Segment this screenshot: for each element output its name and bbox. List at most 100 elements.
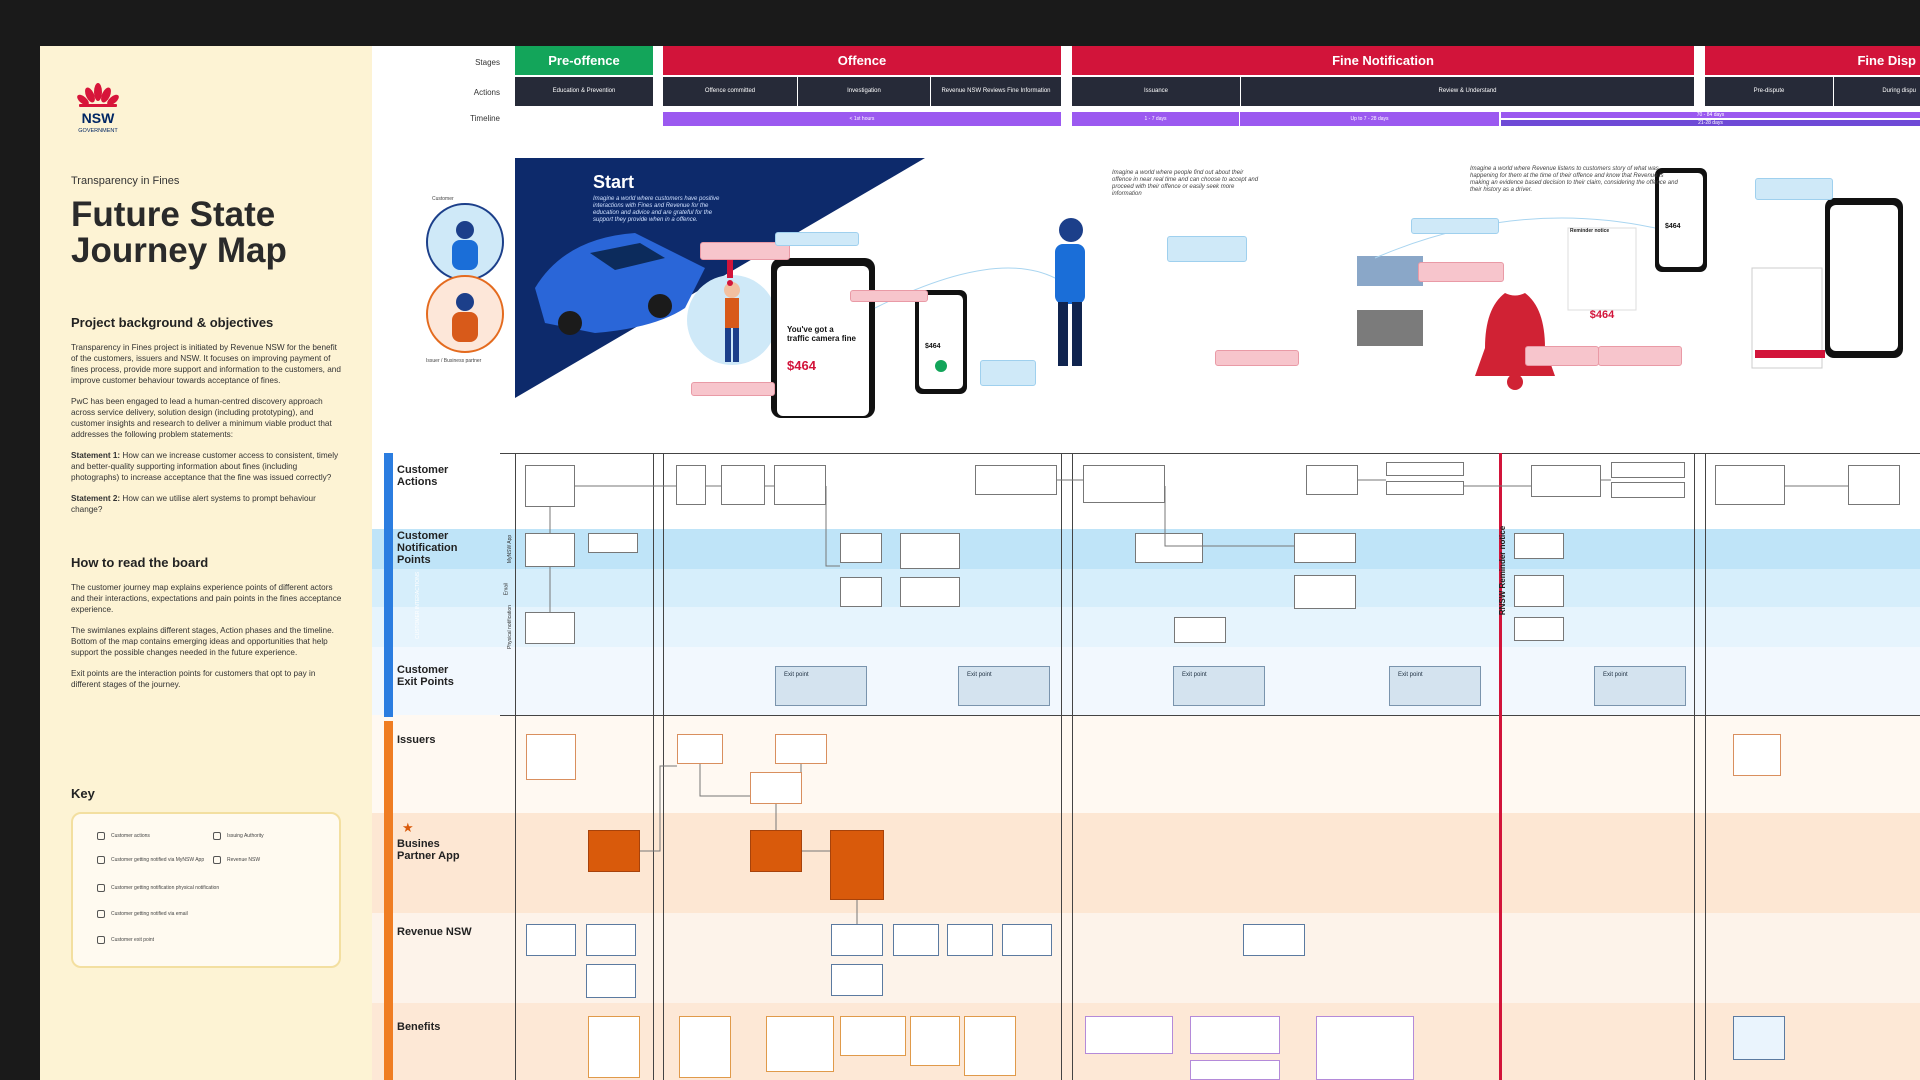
customer-action-card <box>1386 462 1464 476</box>
pain-bubble <box>1215 350 1299 366</box>
revenue-card <box>586 964 636 998</box>
issuer-card <box>677 734 723 764</box>
lane-email <box>372 569 1920 607</box>
business-partner-card <box>830 830 884 900</box>
benefit-card <box>964 1016 1016 1076</box>
exit-point-card: Exit point <box>1389 666 1481 706</box>
phone-fine-heading: You've got a <box>787 325 834 334</box>
notification-card <box>1294 533 1356 563</box>
timeline-21-28-days: 21-28 days <box>1501 120 1920 126</box>
action-issuance: Issuance <box>1072 77 1240 106</box>
key-issuing-authority: Issuing Authority <box>213 832 264 840</box>
notification-card <box>900 533 960 569</box>
separator <box>1061 453 1062 1080</box>
start-text: Imagine a world where customers have pos… <box>593 196 723 224</box>
key-exit: Customer exit point <box>97 936 154 944</box>
stages-label: Stages <box>440 58 500 67</box>
separator <box>663 453 664 1080</box>
revenue-card <box>831 924 883 956</box>
stage-fine-notification: Fine Notification <box>1072 46 1694 75</box>
shield-icon <box>213 832 221 840</box>
action-pre-dispute: Pre-dispute <box>1705 77 1833 106</box>
key-email: Customer getting notified via email <box>97 910 188 918</box>
background-paragraph-2: PwC has been engaged to lead a human-cen… <box>71 396 342 440</box>
stage-pre-offence: Pre-offence <box>515 46 653 75</box>
lane-label-notification: Customer Notification Points <box>397 530 467 566</box>
customer-action-card <box>1611 462 1685 478</box>
timeline-70-84-days: 70 - 84 days <box>1501 112 1920 118</box>
notification-card <box>840 533 882 563</box>
lane-label-customer-actions: Customer Actions <box>397 464 467 488</box>
lane-exit <box>372 647 1920 715</box>
key-legend: Customer actions Customer getting notifi… <box>71 812 341 968</box>
reminder-card-label: Reminder notice <box>1570 228 1609 234</box>
customer-action-card <box>975 465 1057 495</box>
separator <box>653 453 654 1080</box>
business-partner-card <box>750 830 802 872</box>
key-customer-actions: Customer actions <box>97 832 150 840</box>
letter-icon <box>97 884 105 892</box>
actions-label: Actions <box>440 88 500 97</box>
revenue-card <box>1002 924 1052 956</box>
issuer-card <box>526 734 576 780</box>
action-offence-committed: Offence committed <box>663 77 797 106</box>
read-paragraph-2: The swimlanes explains different stages,… <box>71 625 342 658</box>
benefit-card <box>840 1016 906 1056</box>
insight-bubble <box>1411 218 1499 234</box>
background-paragraph-1: Transparency in Fines project is initiat… <box>71 342 342 386</box>
illustration-strip: You've got a traffic camera fine $464 $4… <box>515 158 1920 420</box>
action-during-dispute: During dispu <box>1834 77 1920 106</box>
customer-action-card <box>1386 481 1464 495</box>
notification-card <box>1514 533 1564 559</box>
issuer-label: Issuer / Business partner <box>426 358 481 364</box>
revenue-card <box>947 924 993 956</box>
lane-physical <box>372 607 1920 647</box>
timeline-1st-hours: < 1st hours <box>663 112 1061 126</box>
notification-card <box>588 533 638 553</box>
customer-action-card <box>1531 465 1601 497</box>
key-heading: Key <box>71 786 95 801</box>
issuer-card <box>1733 734 1781 776</box>
exit-point-card: Exit point <box>958 666 1050 706</box>
sublane-email: Email <box>503 583 509 596</box>
info-panel: NSW GOVERNMENT Transparency in Fines Fut… <box>40 46 372 1080</box>
statement-1: Statement 1: How can we increase custome… <box>71 450 342 483</box>
notification-card <box>1135 533 1203 563</box>
key-mynsw: Customer getting notified via MyNSW App <box>97 856 204 864</box>
sublane-mynsw: MyNSW App <box>507 535 513 563</box>
lane-label-issuers: Issuers <box>397 734 436 746</box>
benefit-card <box>1733 1016 1785 1060</box>
pain-bubble <box>850 290 928 302</box>
read-paragraph-1: The customer journey map explains experi… <box>71 582 342 615</box>
notification-card <box>1174 617 1226 643</box>
pain-bubble <box>1418 262 1504 282</box>
business-group-bar <box>384 721 393 1080</box>
separator <box>515 453 516 1080</box>
statement-2: Statement 2: How can we utilise alert sy… <box>71 493 342 515</box>
lane-label-business-partner: Busines Partner App <box>397 838 477 862</box>
imagine-note-2: Imagine a world where Revenue listens to… <box>1470 166 1680 194</box>
lane-label-revenue: Revenue NSW <box>397 926 472 938</box>
svg-text:$464: $464 <box>1590 309 1615 321</box>
customer-action-card <box>1611 482 1685 498</box>
lane-label-exit: Customer Exit Points <box>397 664 467 688</box>
background-heading: Project background & objectives <box>71 315 342 330</box>
notification-card <box>1294 575 1356 609</box>
read-paragraph-3: Exit points are the interaction points f… <box>71 668 342 690</box>
benefit-card <box>679 1016 731 1078</box>
svg-text:GOVERNMENT: GOVERNMENT <box>78 128 118 134</box>
timeline-7-28-days: Up to 7 - 28 days <box>1240 112 1499 126</box>
benefit-card <box>766 1016 834 1072</box>
send-icon <box>97 910 105 918</box>
action-review: Review & Understand <box>1241 77 1694 106</box>
customer-action-card <box>1715 465 1785 505</box>
insight-bubble <box>1755 178 1833 200</box>
separator <box>1072 453 1073 1080</box>
notification-card <box>840 577 882 607</box>
benefit-card <box>1190 1060 1280 1080</box>
imagine-note-1: Imagine a world where people find out ab… <box>1112 170 1262 198</box>
benefit-card <box>1085 1016 1173 1054</box>
pain-bubble <box>691 382 775 396</box>
exit-point-card: Exit point <box>1594 666 1686 706</box>
reminder-label: RNSW Reminder notice <box>1498 526 1507 615</box>
